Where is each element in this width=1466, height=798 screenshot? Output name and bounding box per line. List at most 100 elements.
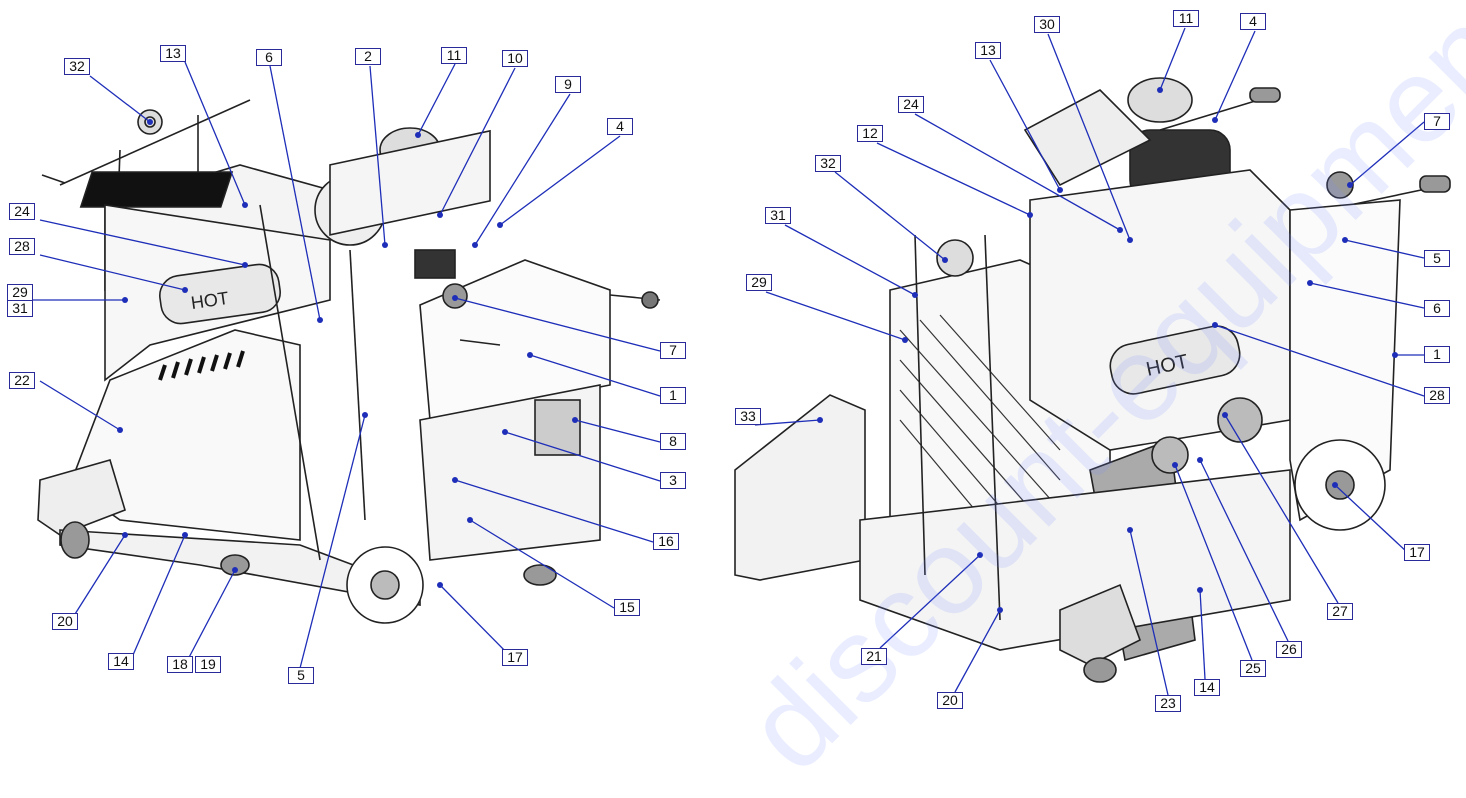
leader-line	[1129, 529, 1169, 696]
callout-1-left: 1	[660, 387, 686, 404]
callout-14-right: 14	[1194, 679, 1220, 696]
callout-6-left: 6	[256, 49, 282, 66]
leader-dot	[362, 412, 368, 418]
leader-line	[1174, 464, 1253, 661]
callout-2-left: 2	[355, 48, 381, 65]
callout-14-left: 14	[108, 653, 134, 670]
callout-3-left: 3	[660, 472, 686, 489]
callout-10-left: 10	[502, 50, 528, 67]
leader-dot	[437, 582, 443, 588]
leader-dot	[1342, 237, 1348, 243]
leader-line	[1334, 484, 1409, 554]
leader-line	[1159, 27, 1186, 91]
callout-6-right: 6	[1424, 300, 1450, 317]
callout-5-left: 5	[288, 667, 314, 684]
leader-line	[499, 135, 621, 226]
leader-line	[1349, 121, 1425, 186]
leader-dot	[1392, 352, 1398, 358]
callout-31-left: 31	[7, 300, 33, 317]
leader-line	[1199, 459, 1289, 642]
callout-7-left: 7	[660, 342, 686, 359]
leader-dot	[1347, 182, 1353, 188]
callout-26-right: 26	[1276, 641, 1302, 658]
leader-dot	[242, 262, 248, 268]
leader-dot	[942, 257, 948, 263]
leader-line	[879, 554, 981, 649]
leader-line	[269, 65, 321, 321]
callout-33-right: 33	[735, 408, 761, 425]
leader-line	[1047, 33, 1131, 241]
leader-line	[1224, 414, 1339, 604]
leader-dot	[242, 202, 248, 208]
leader-line	[574, 419, 661, 443]
callout-15-left: 15	[614, 599, 640, 616]
callout-27-right: 27	[1327, 603, 1353, 620]
leader-dot	[817, 417, 823, 423]
leader-dot	[1197, 587, 1203, 593]
leader-dot	[415, 132, 421, 138]
leader-dot	[902, 337, 908, 343]
leader-line	[297, 414, 366, 677]
leader-dot	[1172, 462, 1178, 468]
leader-dot	[1222, 412, 1228, 418]
callout-11-left: 11	[441, 47, 467, 64]
callout-29-left: 29	[7, 284, 33, 301]
leader-dot	[497, 222, 503, 228]
leader-dot	[1127, 527, 1133, 533]
leader-line	[876, 142, 1031, 216]
leader-dot	[382, 242, 388, 248]
callout-23-right: 23	[1155, 695, 1181, 712]
callout-29-right: 29	[746, 274, 772, 291]
leader-dot	[452, 477, 458, 483]
callout-32-left: 32	[64, 58, 90, 75]
callout-17-left: 17	[502, 649, 528, 666]
left-machine-illustration: HOT	[37, 99, 661, 624]
callout-13-right: 13	[975, 42, 1001, 59]
callout-17-right: 17	[1404, 544, 1430, 561]
leader-line	[39, 254, 186, 291]
callout-19-left: 19	[195, 656, 221, 673]
leader-line	[417, 63, 456, 136]
callout-28-right: 28	[1424, 387, 1450, 404]
leader-dot	[147, 119, 153, 125]
leader-dot	[117, 427, 123, 433]
leader-dot	[977, 552, 983, 558]
leader-line	[954, 609, 1001, 693]
leader-line	[184, 569, 236, 666]
leader-dot	[467, 517, 473, 523]
leader-dot	[182, 532, 188, 538]
leader-dot	[452, 295, 458, 301]
right-machine-illustration: HOT	[734, 77, 1451, 683]
leader-dot	[232, 567, 238, 573]
leader-dot	[527, 352, 533, 358]
leader-line	[39, 219, 246, 266]
callout-25-right: 25	[1240, 660, 1266, 677]
leader-line	[439, 67, 516, 216]
leader-dot	[912, 292, 918, 298]
callout-13-left: 13	[160, 45, 186, 62]
leader-line	[1214, 324, 1425, 397]
leader-line	[129, 534, 186, 663]
leader-line	[529, 354, 661, 397]
leader-dot	[1117, 227, 1123, 233]
leader-dot	[572, 417, 578, 423]
callout-21-right: 21	[861, 648, 887, 665]
leader-line	[1344, 239, 1425, 259]
leader-line	[989, 59, 1061, 191]
callout-20-left: 20	[52, 613, 78, 630]
leader-line	[89, 75, 151, 123]
leader-dot	[1157, 87, 1163, 93]
leader-dot	[1212, 117, 1218, 123]
leader-dot	[472, 242, 478, 248]
leader-dot	[317, 317, 323, 323]
leader-line	[754, 419, 821, 426]
callout-5-right: 5	[1424, 250, 1450, 267]
leader-lines	[33, 27, 1425, 696]
callout-11-right: 11	[1173, 10, 1199, 27]
callout-7-right: 7	[1424, 113, 1450, 130]
leader-line	[504, 431, 661, 482]
callout-18-left: 18	[167, 656, 193, 673]
leader-line	[1214, 30, 1256, 121]
leader-dot	[1057, 187, 1063, 193]
